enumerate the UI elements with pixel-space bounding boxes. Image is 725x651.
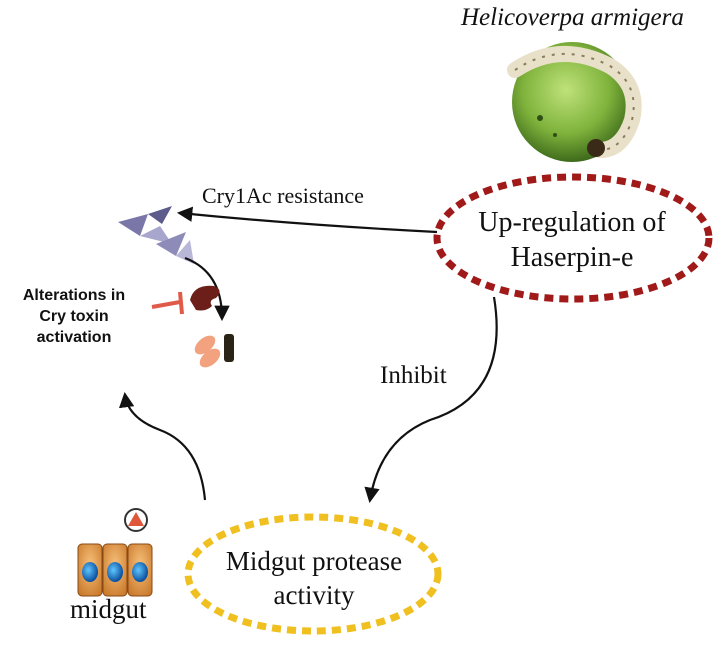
alterations-node: Alterations in Cry toxin activation: [0, 286, 148, 348]
receptor-icon: [194, 334, 234, 368]
species-label: Helicoverpa armigera: [461, 4, 684, 31]
warning-triangle-icon: [124, 508, 148, 532]
protease-to-alteration-arrow: [118, 391, 207, 501]
inhibition-symbol: [151, 291, 184, 315]
protease-node-border: [184, 513, 442, 635]
upregulation-node-border: [433, 173, 713, 303]
resistance-arrow: [176, 206, 438, 234]
inhibit-edge-label: Inhibit: [380, 362, 447, 389]
upregulation-line2: Haserpin-e: [510, 242, 634, 273]
midgut-label: midgut: [70, 594, 147, 624]
protease-enzyme-icon: [190, 285, 220, 311]
resistance-edge-label: Cry1Ac resistance: [202, 183, 364, 208]
protease-line1: Midgut protease: [225, 546, 403, 576]
activation-arrow: [184, 256, 230, 322]
protease-node: Midgut protease activity: [186, 545, 442, 613]
protease-line2: activity: [273, 579, 355, 610]
upregulation-node: Up-regulation of Haserpin-e: [438, 205, 706, 275]
alterations-line2: Cry toxin: [39, 307, 109, 325]
upregulation-line1: Up-regulation of: [478, 207, 666, 238]
midgut-cells-icon: [77, 543, 153, 597]
caterpillar-on-fruit-icon: [507, 42, 642, 162]
alterations-line3: activation: [36, 328, 112, 346]
inhibit-arrow: [364, 296, 498, 504]
alterations-line1: Alterations in: [22, 287, 126, 304]
cry-toxin-crystal-icon: [118, 206, 194, 264]
